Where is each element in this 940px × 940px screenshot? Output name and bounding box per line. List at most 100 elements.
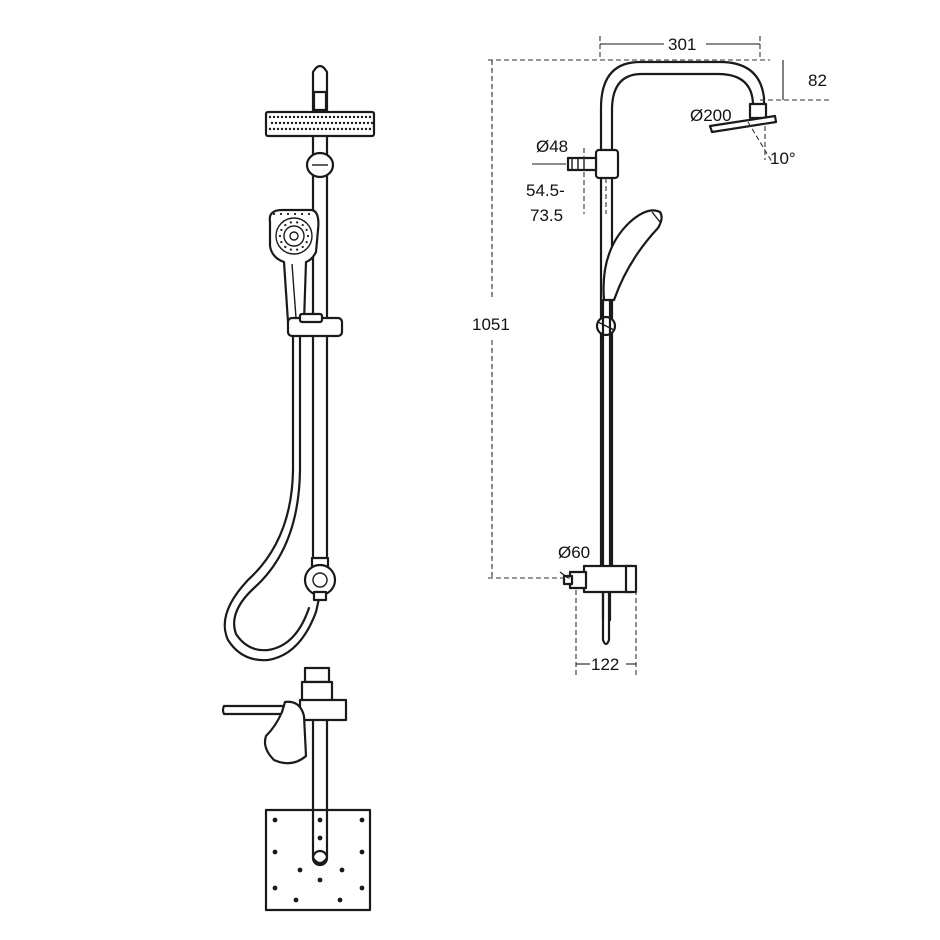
- nozzle-dot: [272, 127, 276, 131]
- nozzle-dot: [284, 245, 287, 249]
- nozzle-dot: [350, 121, 354, 125]
- nozzle-dot: [288, 115, 292, 119]
- dim-bracket-depth-min: 54.5-: [526, 181, 565, 200]
- nozzle-dot: [296, 115, 300, 119]
- nozzle-dot: [272, 817, 278, 823]
- dimension-labels: 301 82 Ø200 Ø48 10° 54.5- 73.5 1051 Ø60 …: [472, 35, 827, 674]
- nozzle-dot: [364, 115, 368, 119]
- nozzle-dot: [326, 121, 330, 125]
- nozzle-dot: [301, 245, 304, 249]
- nozzle-dot: [368, 127, 372, 131]
- nozzle-dot: [346, 121, 350, 125]
- nozzle-dot: [280, 228, 283, 232]
- side-riser: [599, 60, 766, 572]
- nozzle-dot: [305, 240, 308, 244]
- nozzle-dot: [293, 212, 297, 216]
- nozzle-dot: [300, 115, 304, 119]
- nozzle-dot: [280, 115, 284, 119]
- nozzle-dot: [318, 121, 322, 125]
- nozzle-dot: [332, 127, 336, 131]
- nozzle-dot: [304, 115, 308, 119]
- nozzle-dot: [306, 121, 310, 125]
- nozzle-dot: [276, 115, 280, 119]
- nozzle-dot: [274, 121, 278, 125]
- nozzle-dot: [362, 121, 366, 125]
- nozzle-dot: [317, 835, 323, 841]
- nozzle-dot: [300, 212, 304, 216]
- nozzle-dot: [324, 127, 328, 131]
- nozzle-dot: [286, 121, 290, 125]
- nozzle-dot: [356, 115, 360, 119]
- nozzle-dot: [305, 228, 308, 232]
- nozzle-dot: [358, 121, 362, 125]
- nozzle-dot: [300, 127, 304, 131]
- nozzle-dot: [284, 115, 288, 119]
- nozzle-dot: [359, 817, 365, 823]
- nozzle-dot: [280, 240, 283, 244]
- nozzle-dot: [314, 121, 318, 125]
- nozzle-dot: [268, 115, 272, 119]
- nozzle-dot: [336, 115, 340, 119]
- nozzle-dot: [307, 212, 311, 216]
- nozzle-dot: [344, 115, 348, 119]
- nozzle-dot: [340, 127, 344, 131]
- side-hand-shower: [602, 209, 663, 302]
- nozzle-dot: [294, 121, 298, 125]
- nozzle-dot: [356, 127, 360, 131]
- nozzle-dot: [272, 849, 278, 855]
- overhead-shower-head: [264, 110, 376, 138]
- dim-valve-depth: 122: [591, 655, 619, 674]
- nozzle-dot: [293, 897, 299, 903]
- nozzle-dot: [282, 121, 286, 125]
- nozzle-dot: [339, 867, 345, 873]
- nozzle-dot: [296, 127, 300, 131]
- nozzle-dot: [290, 121, 294, 125]
- nozzle-dot: [288, 127, 292, 131]
- nozzle-dot: [334, 121, 338, 125]
- nozzle-dot: [270, 121, 274, 125]
- nozzle-dot: [328, 127, 332, 131]
- nozzle-dot: [312, 127, 316, 131]
- nozzle-dot: [296, 221, 299, 224]
- dimension-lines: [488, 36, 830, 676]
- nozzle-dot: [352, 127, 356, 131]
- nozzle-dot: [336, 127, 340, 131]
- nozzle-dot: [324, 115, 328, 119]
- nozzle-dot: [364, 127, 368, 131]
- pipe-joint: [312, 90, 328, 112]
- nozzle-dot: [344, 127, 348, 131]
- nozzle-dot: [278, 234, 282, 238]
- shower-hose: [223, 334, 322, 662]
- dim-bracket-diameter: Ø48: [536, 137, 568, 156]
- side-wall-bracket: [594, 148, 620, 180]
- nozzle-dot: [352, 115, 356, 119]
- nozzle-dot: [297, 867, 303, 873]
- nozzle-dot: [340, 115, 344, 119]
- nozzle-dot: [292, 127, 296, 131]
- dim-top-projection: 301: [668, 35, 696, 54]
- nozzle-dot: [268, 127, 272, 131]
- nozzle-dot: [272, 885, 278, 891]
- nozzle-dot: [280, 127, 284, 131]
- nozzle-dot: [359, 885, 365, 891]
- nozzle-dot: [310, 121, 314, 125]
- side-valve-body: [582, 564, 634, 594]
- nozzle-dot: [292, 115, 296, 119]
- nozzle-dot: [348, 115, 352, 119]
- dim-total-height: 1051: [472, 315, 510, 334]
- nozzle-dot: [360, 115, 364, 119]
- front-view: [221, 64, 376, 912]
- nozzle-dot: [304, 127, 308, 131]
- nozzle-dot: [279, 212, 283, 216]
- nozzle-dot: [289, 221, 292, 224]
- nozzle-dot: [320, 127, 324, 131]
- nozzle-dot: [338, 121, 342, 125]
- nozzle-dot: [328, 115, 332, 119]
- nozzle-dot: [337, 897, 343, 903]
- nozzle-dot: [308, 127, 312, 131]
- nozzle-dot: [320, 115, 324, 119]
- nozzle-dot: [316, 127, 320, 131]
- nozzle-dot: [322, 121, 326, 125]
- nozzle-dot: [359, 849, 365, 855]
